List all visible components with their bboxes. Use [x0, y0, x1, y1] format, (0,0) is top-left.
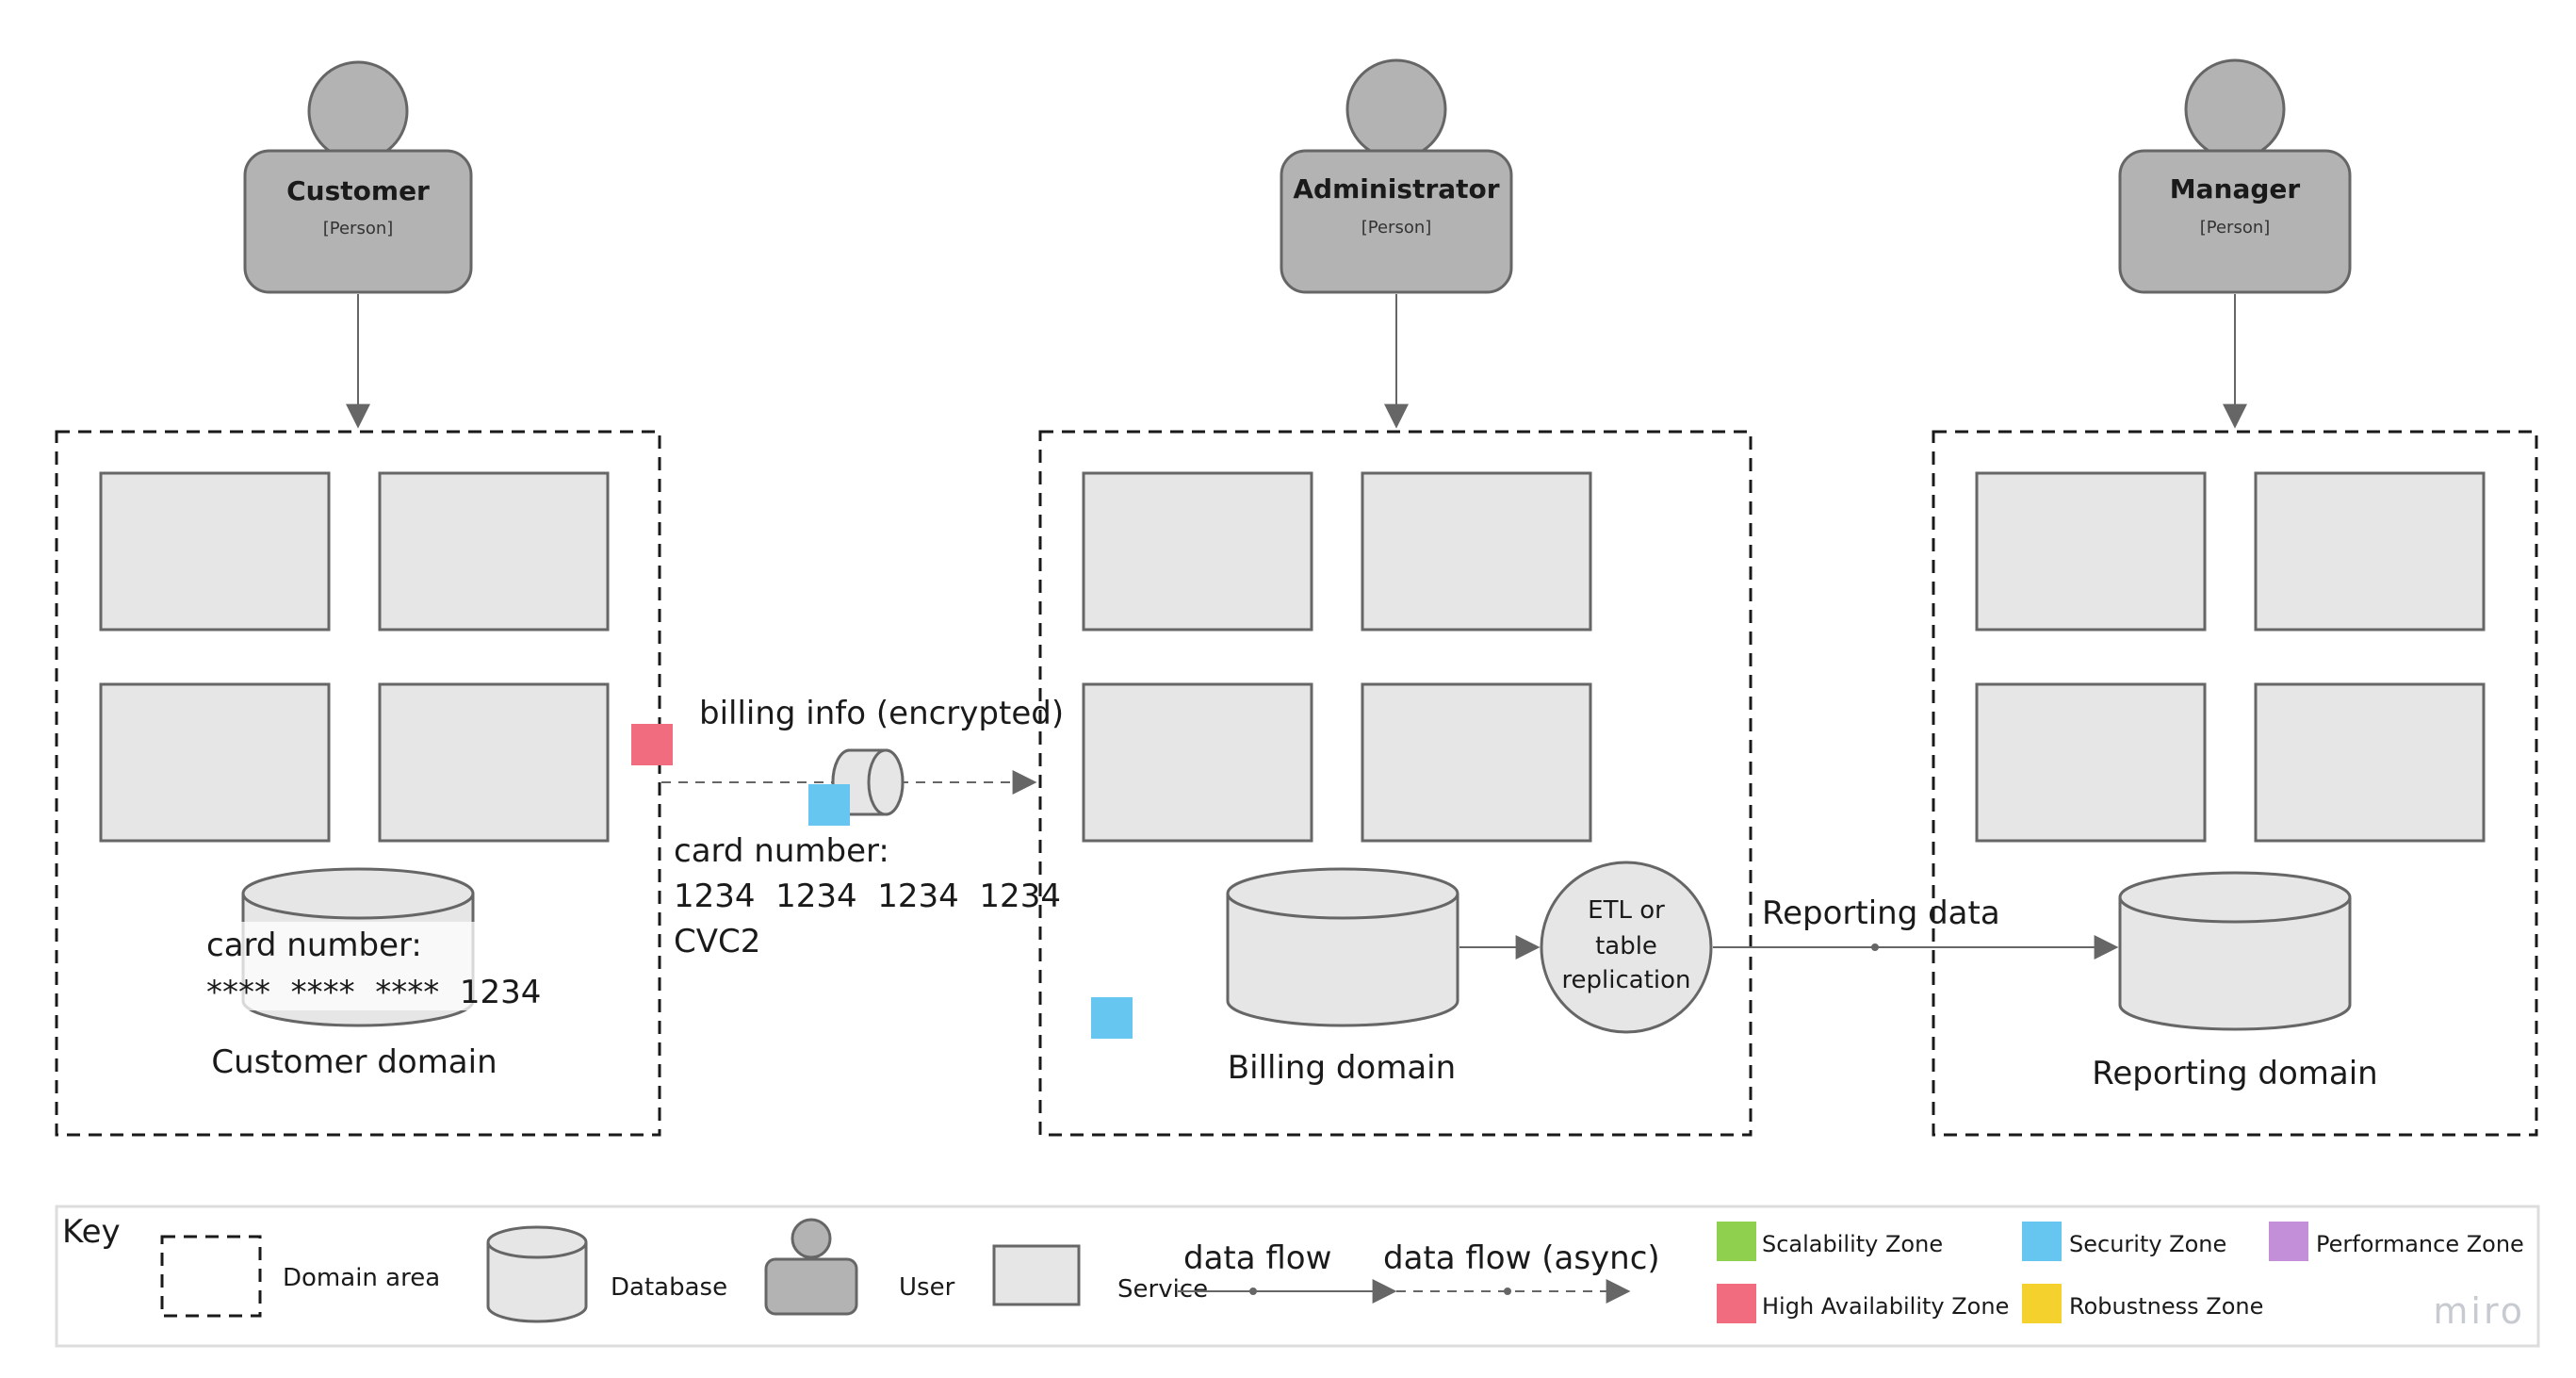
cvc-label: CVC2: [674, 923, 760, 960]
person-head-icon: [1345, 58, 1447, 160]
service-box[interactable]: [1082, 682, 1313, 843]
person-name: Manager: [2170, 173, 2301, 205]
person-head-icon: [2184, 58, 2286, 160]
customer-domain-area[interactable]: [55, 430, 661, 1137]
card-number-note-bg: [202, 922, 475, 1010]
person-role: [Person]: [1361, 218, 1432, 238]
key-user-head-icon: [791, 1218, 832, 1259]
service-box[interactable]: [1975, 471, 2207, 632]
billing-info-label: billing info (encrypted): [699, 695, 1064, 732]
service-box[interactable]: [1975, 682, 2207, 843]
flow-midpoint: [1871, 943, 1879, 951]
person-head-icon: [307, 60, 409, 162]
customer-card-number-title: card number:: [206, 927, 422, 964]
reporting-domain-label: Reporting domain: [2092, 1055, 2377, 1092]
service-box[interactable]: [378, 682, 610, 843]
key-frame: [55, 1205, 2540, 1348]
key-database-top: [486, 1225, 588, 1259]
key-domain-area-label: Domain area: [283, 1264, 440, 1292]
reporting-data-label: Reporting data: [1762, 894, 2000, 932]
zone-label-high-availability: High Availability Zone: [1762, 1293, 2009, 1320]
key-user-label: User: [899, 1273, 955, 1302]
key-database-label: Database: [611, 1273, 727, 1302]
service-box[interactable]: [1361, 682, 1592, 843]
zone-label-performance: Performance Zone: [2316, 1231, 2524, 1257]
service-box[interactable]: [2254, 682, 2486, 843]
zone-swatch-high-availability: [1717, 1284, 1756, 1323]
person-body: [243, 149, 473, 294]
billing-database[interactable]: [1226, 867, 1459, 1027]
person-name: Administrator: [1293, 173, 1499, 205]
card-number-title: card number:: [674, 832, 889, 870]
etl-replication-node[interactable]: ETL or table replication: [1540, 861, 1713, 1034]
reporting-domain-area[interactable]: [1932, 430, 2538, 1137]
zone-label-security: Security Zone: [2069, 1231, 2226, 1257]
service-box[interactable]: [1361, 471, 1592, 632]
key-legend: Key Domain area Database User Service da…: [55, 1205, 2540, 1348]
reporting-database[interactable]: [2118, 871, 2352, 1031]
key-user-swatch: [764, 1257, 858, 1316]
service-box[interactable]: [99, 471, 331, 632]
high-availability-sticky-note[interactable]: [631, 724, 673, 765]
key-async-flow-dot: [1504, 1288, 1511, 1295]
etl-line1: ETL or: [1588, 896, 1665, 925]
person-administrator[interactable]: Administrator [Person]: [1280, 58, 1513, 294]
key-flow-dot: [1249, 1288, 1257, 1295]
card-number-value: 1234 1234 1234 1234: [674, 878, 1061, 915]
billing-domain-label: Billing domain: [1228, 1049, 1456, 1087]
person-name: Customer: [286, 175, 430, 206]
key-service-swatch: [992, 1244, 1081, 1306]
service-box[interactable]: [378, 471, 610, 632]
person-manager[interactable]: Manager [Person]: [2118, 58, 2352, 294]
key-database-swatch: [486, 1242, 588, 1323]
zone-swatch-performance: [2269, 1222, 2308, 1261]
key-domain-area-swatch: [160, 1235, 262, 1318]
service-box[interactable]: [99, 682, 331, 843]
zone-swatch-security: [2022, 1222, 2062, 1261]
key-service-label: Service: [1117, 1275, 1208, 1304]
customer-domain-label: Customer domain: [211, 1043, 497, 1081]
etl-line3: replication: [1561, 966, 1690, 994]
billing-domain-area[interactable]: [1038, 430, 1753, 1137]
key-data-flow-label: data flow: [1183, 1239, 1331, 1277]
person-role: [Person]: [323, 219, 394, 238]
zone-label-robustness: Robustness Zone: [2069, 1293, 2263, 1320]
zone-swatch-robustness: [2022, 1284, 2062, 1323]
security-sticky-note[interactable]: [808, 784, 850, 826]
service-box[interactable]: [2254, 471, 2486, 632]
person-role: [Person]: [2200, 218, 2271, 238]
zone-swatch-scalability: [1717, 1222, 1756, 1261]
queue-icon[interactable]: [831, 748, 905, 816]
security-sticky-note[interactable]: [1091, 997, 1133, 1039]
service-box[interactable]: [1082, 471, 1313, 632]
key-data-flow-async-label: data flow (async): [1383, 1239, 1660, 1277]
person-customer[interactable]: Customer [Person]: [243, 60, 473, 294]
person-body: [2118, 149, 2352, 294]
zone-label-scalability: Scalability Zone: [1762, 1231, 1943, 1257]
etl-line2: table: [1595, 932, 1657, 960]
person-body: [1280, 149, 1513, 294]
key-title: Key: [62, 1213, 121, 1251]
miro-watermark: miro: [2433, 1290, 2525, 1332]
customer-card-number-value: **** **** **** 1234: [206, 974, 541, 1011]
